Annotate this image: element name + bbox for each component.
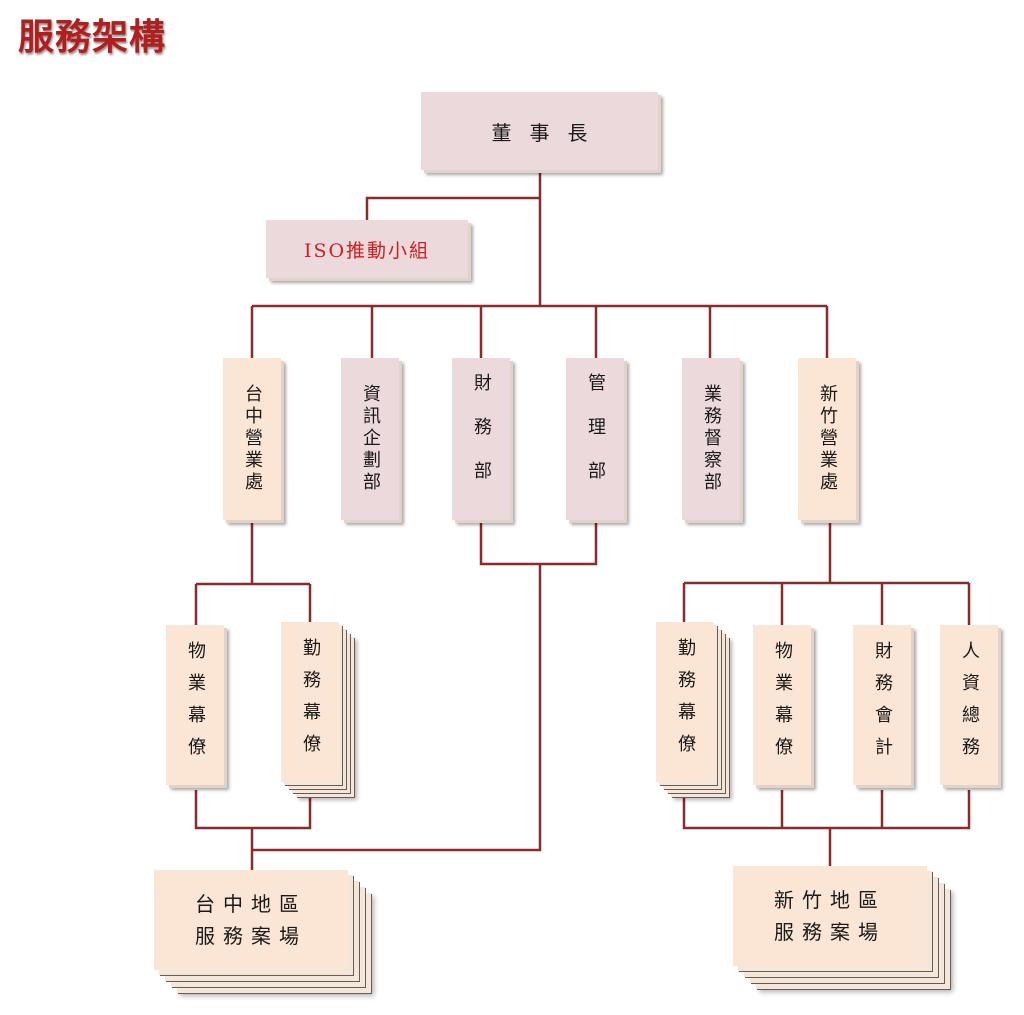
management-box: 管理部: [566, 358, 624, 520]
taichung-service-staff-box: 勤務幕僚: [281, 622, 339, 782]
iso-group-box: ISO推動小組: [266, 220, 468, 278]
taichung-site-line-1: 台中地區: [195, 892, 307, 916]
department-drop-lines: [250, 306, 829, 358]
hsinchu-hr-admin-box: 人資總務: [940, 625, 998, 785]
hsinchu-office-box: 新竹營業處: [798, 358, 856, 520]
business-supervision-box: 業務督察部: [682, 358, 740, 520]
hsinchu-site-line-1: 新竹地區: [774, 888, 886, 912]
chairman-box: 董事長: [421, 92, 658, 170]
hsinchu-service-staff-box: 勤務幕僚: [656, 622, 714, 782]
iso-branch-line: [365, 196, 540, 220]
taichung-office-staff-line: [194, 520, 312, 625]
hsinchu-property-staff-box: 物業幕僚: [753, 625, 811, 785]
it-planning-box: 資訊企劃部: [341, 358, 399, 520]
taichung-service-sites-box: 台中地區 服務案場: [154, 870, 348, 970]
taichung-site-line-2: 服務案場: [195, 924, 307, 948]
hsinchu-site-line-2: 服務案場: [774, 920, 886, 944]
finance-management-to-taichung-line: [252, 564, 542, 852]
hsinchu-accounting-box: 財務會計: [853, 625, 911, 785]
finance-management-join-line: [479, 520, 598, 566]
hsinchu-office-staff-line: [682, 520, 971, 625]
taichung-staff-to-site-line: [194, 790, 312, 870]
hsinchu-service-sites-box: 新竹地區 服務案場: [733, 866, 927, 966]
taichung-office-box: 台中營業處: [223, 358, 281, 520]
taichung-property-staff-box: 物業幕僚: [166, 625, 224, 785]
hsinchu-staff-to-site-line: [682, 790, 971, 866]
finance-box: 財務部: [452, 358, 510, 520]
page-title: 服務架構: [18, 17, 167, 58]
